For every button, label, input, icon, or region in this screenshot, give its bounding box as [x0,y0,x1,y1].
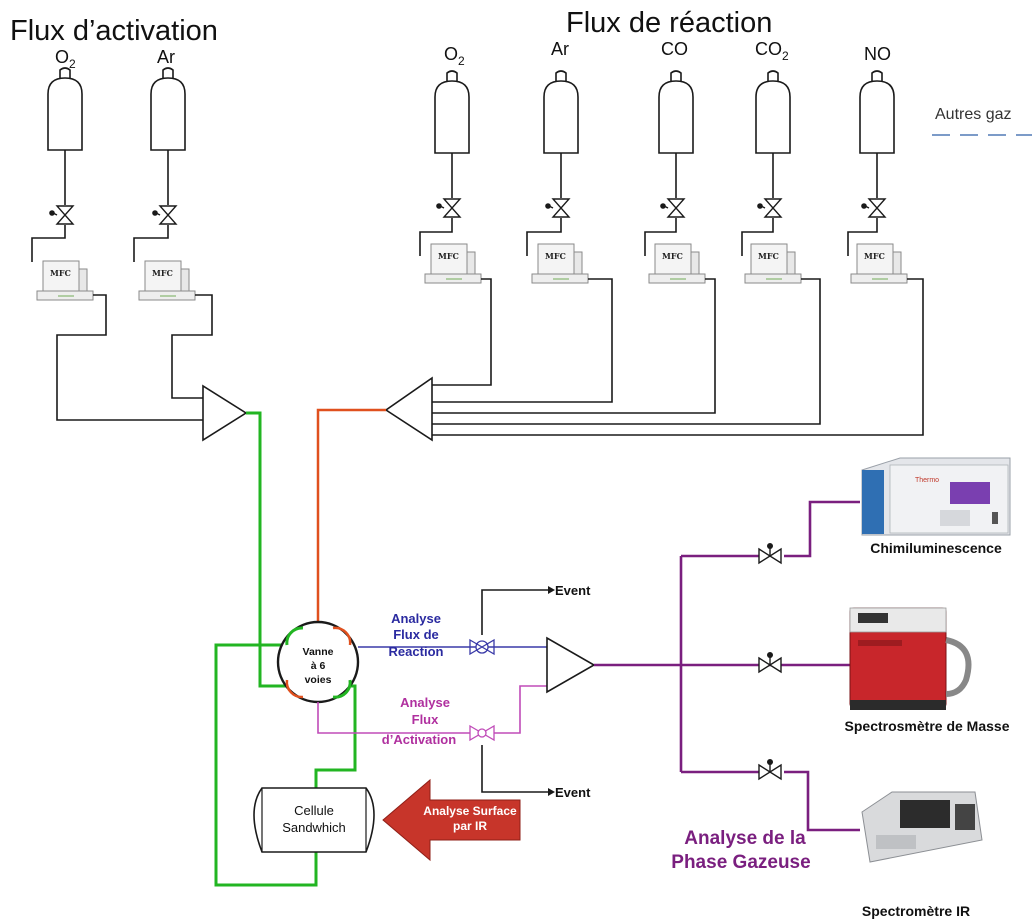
valve-co2 [756,198,782,218]
valve-ar-reaction [544,198,570,218]
valve-mass-spectrometer [758,651,782,673]
svg-text:MFC: MFC [50,268,71,278]
analysis-mixer [546,636,596,694]
svg-text:MFC: MFC [864,251,885,261]
ir-spectrometer-label: Spectromètre IR [862,903,970,919]
other-gases-label: Autres gaz [935,106,1011,123]
cell-label-1: Cellule [294,803,334,818]
reaction-flow-line [316,408,386,630]
reaction-analysis-label-2: Flux de [393,627,439,642]
event-line-bottom [481,745,548,793]
ir-spectrometer-instrument [861,791,983,863]
valve-o2-reaction [435,198,461,218]
gas-label-no: NO [864,44,891,64]
svg-text:Thermo: Thermo [915,477,939,484]
activation-manifold-lines [56,294,213,421]
reaction-analysis-valve [469,638,495,656]
gas-phase-label-1: Analyse de la [684,828,806,849]
svg-text:MFC: MFC [545,251,566,261]
sandwich-cell [253,787,375,853]
event-label-bottom: Event [555,785,591,800]
activation-analysis-label-2: Flux [412,712,439,727]
activation-analysis-label-1: Analyse [400,695,450,710]
gas-label-o2-activation: O2 [55,47,76,71]
cell-label-2: Sandwhich [282,820,346,835]
cylinder-o2-activation [47,67,83,151]
cylinder-co [658,70,694,154]
event-arrow-top [548,586,555,594]
cylinder-co2 [755,70,791,154]
mfc-no: MFC [850,243,908,284]
valve-no [860,198,886,218]
reaction-manifold-lines [432,278,924,436]
activation-mixer [202,384,248,442]
valve-ir-spectrometer [758,758,782,780]
cylinder-ar-reaction [543,70,579,154]
gas-label-co: CO [661,39,688,59]
valve-co [659,198,685,218]
chemiluminescence-instrument: Thermo [861,457,1011,536]
mfc-o2-activation: MFC [36,260,94,301]
svg-text:MFC: MFC [662,251,683,261]
surface-ir-arrow [382,778,521,862]
supply-lines [31,150,878,262]
activation-analysis-label-3: d’Activation [382,732,456,747]
gas-label-ar-activation: Ar [157,47,175,67]
activation-bypass-line [214,643,318,887]
surface-ir-label-2: par IR [453,819,487,833]
event-line-top [481,589,548,635]
valve-ar-activation [151,205,177,225]
svg-text:MFC: MFC [438,251,459,261]
reaction-analysis-label-3: Reaction [389,644,444,659]
chemiluminescence-label: Chimiluminescence [870,540,1002,556]
mass-spectrometer-label: Spectrosmètre de Masse [845,718,1010,734]
cylinder-no [859,70,895,154]
activation-flow-line [246,411,357,808]
svg-text:MFC: MFC [758,251,779,261]
svg-text:à 6: à 6 [311,660,326,672]
reaction-flow-title: Flux de réaction [566,7,772,39]
mfc-ar-reaction: MFC [531,243,589,284]
svg-text:voies: voies [305,674,332,686]
activation-analysis-valve [469,724,495,742]
gas-phase-lines [594,500,862,832]
gas-label-co2: CO2 [755,39,789,63]
cylinder-ar-activation [150,67,186,151]
event-label-top: Event [555,583,591,598]
mfc-co2: MFC [744,243,802,284]
mfc-ar-activation: MFC [138,260,196,301]
mfc-o2-reaction: MFC [424,243,482,284]
svg-text:Vanne: Vanne [303,646,334,658]
reaction-analysis-label-1: Analyse [391,611,441,626]
activation-flow-title: Flux d’activation [10,15,218,47]
mfc-co: MFC [648,243,706,284]
mass-spectrometer-instrument [849,607,972,710]
gas-label-ar-reaction: Ar [551,39,569,59]
surface-ir-label-1: Analyse Surface [423,804,517,818]
six-way-valve: Vanne à 6 voies [276,620,360,704]
svg-text:MFC: MFC [152,268,173,278]
gas-label-o2-reaction: O2 [444,44,465,68]
cylinder-o2-reaction [434,70,470,154]
reaction-mixer [384,376,433,442]
valve-o2-activation [48,205,74,225]
gas-phase-label-2: Phase Gazeuse [671,852,810,873]
valve-chemiluminescence [758,542,782,564]
event-arrow-bottom [548,788,555,796]
activation-analysis-line [317,685,547,734]
